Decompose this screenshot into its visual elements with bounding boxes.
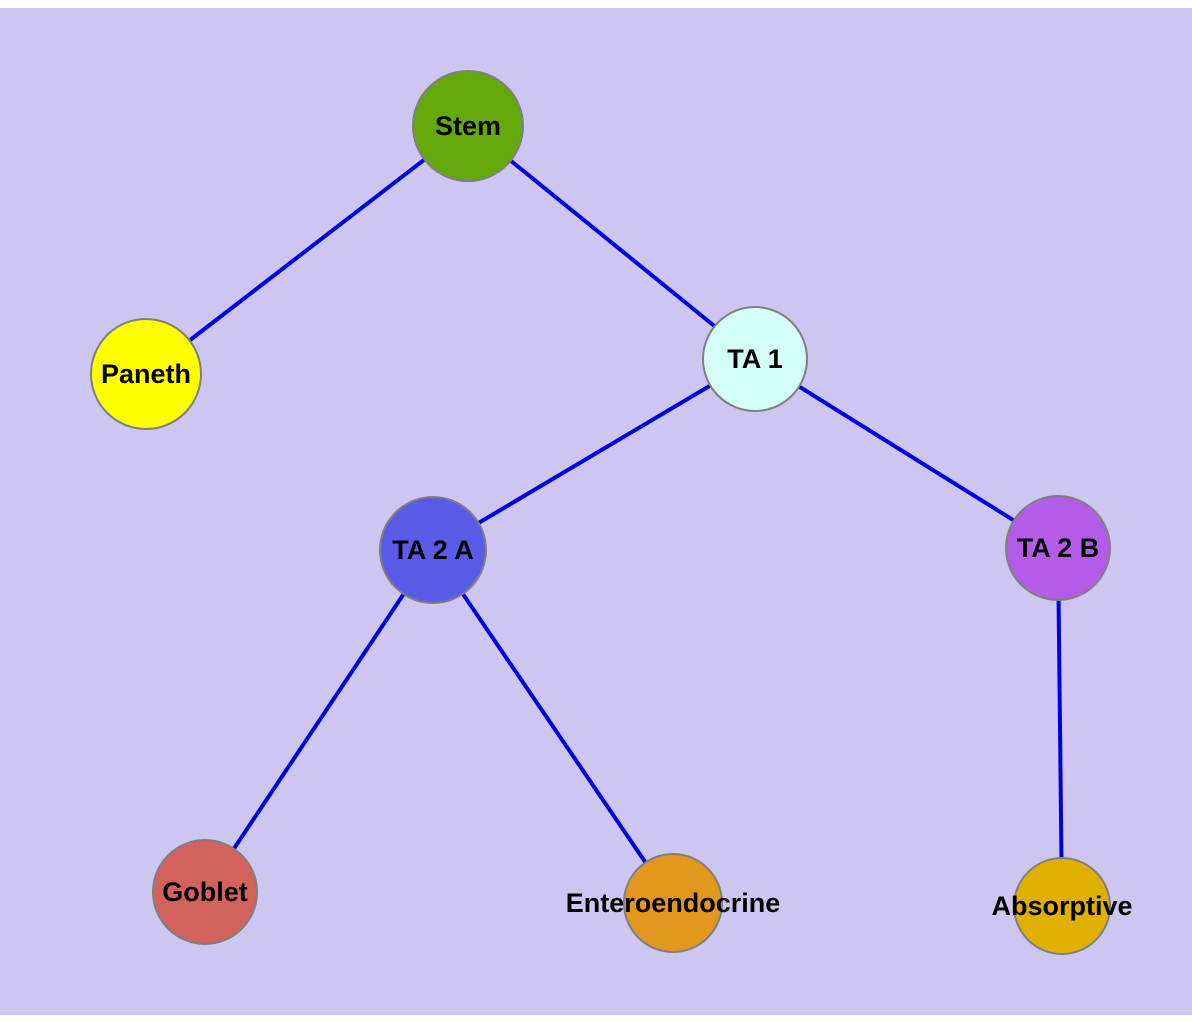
node-goblet[interactable] [152, 839, 258, 945]
edge-ta1-ta2a [431, 357, 757, 552]
edge-ta2a-enteroendocrine [431, 548, 675, 905]
node-ta2a[interactable] [379, 496, 487, 604]
edge-stem-paneth [144, 124, 470, 376]
node-paneth[interactable] [90, 318, 202, 430]
edge-ta2a-goblet [203, 548, 435, 894]
edge-ta2b-absorptive [1056, 547, 1064, 907]
nodes-layer [90, 70, 1111, 955]
edge-stem-ta1 [466, 124, 757, 361]
edges-layer [144, 124, 1064, 907]
node-enteroendocrine[interactable] [623, 853, 723, 953]
node-ta1[interactable] [702, 306, 808, 412]
edge-ta1-ta2b [753, 357, 1060, 550]
node-absorptive[interactable] [1013, 857, 1111, 955]
node-stem[interactable] [412, 70, 524, 182]
node-ta2b[interactable] [1005, 495, 1111, 601]
